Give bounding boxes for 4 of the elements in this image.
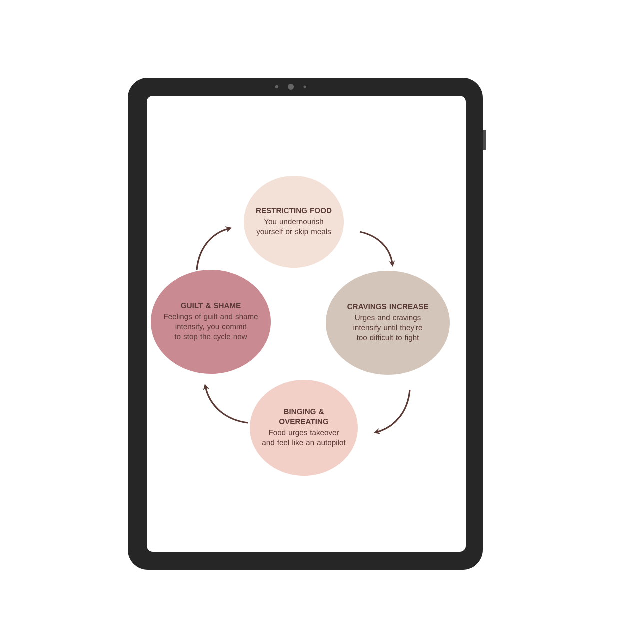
blob-shape xyxy=(250,380,358,476)
blob-shape xyxy=(151,270,271,374)
blob-shape xyxy=(326,271,450,375)
blob-shape xyxy=(244,176,344,268)
